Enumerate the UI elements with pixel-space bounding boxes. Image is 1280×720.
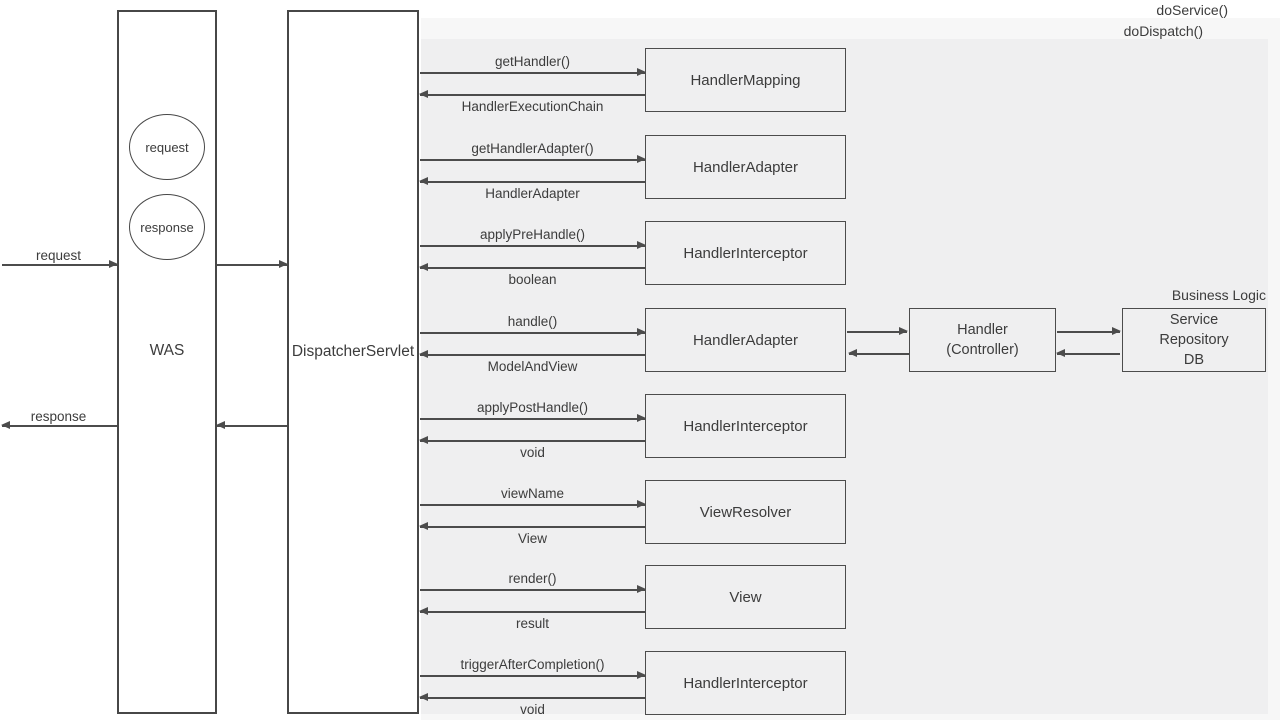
handler-adapter-box: HandlerAdapter	[645, 308, 846, 372]
return-label: result	[515, 616, 549, 631]
was-title: WAS	[149, 342, 185, 359]
call-label: triggerAfterCompletion()	[460, 657, 605, 672]
component-label: ViewResolver	[699, 503, 792, 521]
handler-mapping-box: HandlerMapping	[645, 48, 846, 112]
return-label: ModelAndView	[487, 359, 578, 374]
return-arrow	[419, 91, 645, 98]
interaction-render: render() View result	[419, 565, 846, 631]
handler-interceptor-box: HandlerInterceptor	[645, 221, 846, 285]
dodispatch-label: doDispatch()	[1123, 23, 1203, 39]
dispatcher-servlet-title: DispatcherServlet	[291, 343, 415, 360]
return-label: void	[520, 445, 545, 460]
handler-label-line2: (Controller)	[946, 342, 1019, 358]
component-label: HandlerInterceptor	[683, 674, 808, 692]
handler-adapter-box: HandlerAdapter	[645, 135, 846, 199]
dispatcher-servlet-box	[287, 10, 419, 714]
business-line-repository: Repository	[1159, 332, 1229, 348]
handler-to-business-arrow	[1057, 328, 1121, 335]
call-arrow	[420, 586, 646, 593]
return-label: boolean	[508, 272, 557, 287]
return-arrow	[419, 437, 645, 444]
call-arrow	[420, 415, 646, 422]
return-arrow	[419, 178, 645, 185]
return-label: View	[517, 531, 548, 546]
handler-interceptor-box: HandlerInterceptor	[645, 394, 846, 458]
return-label: HandlerExecutionChain	[461, 99, 604, 114]
client-response-arrow	[1, 422, 117, 429]
call-label: applyPostHandle()	[476, 400, 589, 415]
component-label: HandlerMapping	[690, 71, 801, 89]
client-request-label: request	[35, 248, 82, 263]
request-object-label: request	[145, 139, 189, 155]
component-label: View	[729, 588, 762, 606]
handler-interceptor-box: HandlerInterceptor	[645, 651, 846, 715]
interaction-get-handler: getHandler() HandlerMapping HandlerExecu…	[419, 48, 846, 114]
interaction-apply-pre-handle: applyPreHandle() HandlerInterceptor bool…	[419, 221, 846, 287]
response-object-ellipse: response	[129, 194, 205, 260]
view-box: View	[645, 565, 846, 629]
call-arrow	[420, 672, 646, 679]
call-arrow	[420, 242, 646, 249]
dodispatch-scope-region	[421, 39, 1268, 714]
call-label: viewName	[500, 486, 565, 501]
interaction-view-name: viewName ViewResolver View	[419, 480, 846, 546]
return-arrow	[419, 351, 645, 358]
component-label: HandlerInterceptor	[683, 417, 808, 435]
component-label: HandlerAdapter	[692, 158, 799, 176]
business-logic-label: Business Logic	[1171, 287, 1266, 303]
business-logic-box: Service Repository DB	[1122, 308, 1266, 372]
dispatcher-to-was-arrow	[216, 422, 287, 429]
call-arrow	[420, 69, 646, 76]
business-to-handler-arrow	[1056, 350, 1120, 357]
view-resolver-box: ViewResolver	[645, 480, 846, 544]
return-arrow	[419, 264, 645, 271]
call-arrow	[420, 156, 646, 163]
interaction-get-handler-adapter: getHandlerAdapter() HandlerAdapter Handl…	[419, 135, 846, 201]
return-arrow	[419, 694, 645, 701]
call-label: getHandlerAdapter()	[471, 141, 594, 156]
request-object-ellipse: request	[129, 114, 205, 180]
interaction-trigger-after-completion: triggerAfterCompletion() HandlerIntercep…	[419, 651, 846, 717]
return-label: void	[520, 702, 545, 717]
was-to-dispatcher-arrow	[217, 261, 288, 268]
component-label: HandlerInterceptor	[683, 244, 808, 262]
handler-to-adapter-arrow	[848, 350, 909, 357]
call-arrow	[420, 501, 646, 508]
interaction-apply-post-handle: applyPostHandle() HandlerInterceptor voi…	[419, 394, 846, 460]
business-line-db: DB	[1183, 352, 1205, 368]
business-line-service: Service	[1169, 312, 1219, 328]
call-label: handle()	[507, 314, 558, 329]
response-object-label: response	[140, 219, 194, 235]
doservice-label: doService()	[1156, 2, 1228, 18]
adapter-to-handler-arrow	[847, 328, 908, 335]
client-request-arrow	[2, 261, 118, 268]
client-response-label: response	[30, 409, 87, 424]
return-arrow	[419, 523, 645, 530]
interaction-handle: handle() HandlerAdapter ModelAndView	[419, 308, 846, 374]
return-label: HandlerAdapter	[485, 186, 580, 201]
component-label: HandlerAdapter	[692, 331, 799, 349]
call-label: render()	[508, 571, 557, 586]
call-label: applyPreHandle()	[479, 227, 586, 242]
return-arrow	[419, 608, 645, 615]
handler-controller-box: Handler (Controller)	[909, 308, 1056, 372]
call-label: getHandler()	[494, 54, 571, 69]
call-arrow	[420, 329, 646, 336]
handler-label-line1: Handler	[957, 322, 1008, 338]
